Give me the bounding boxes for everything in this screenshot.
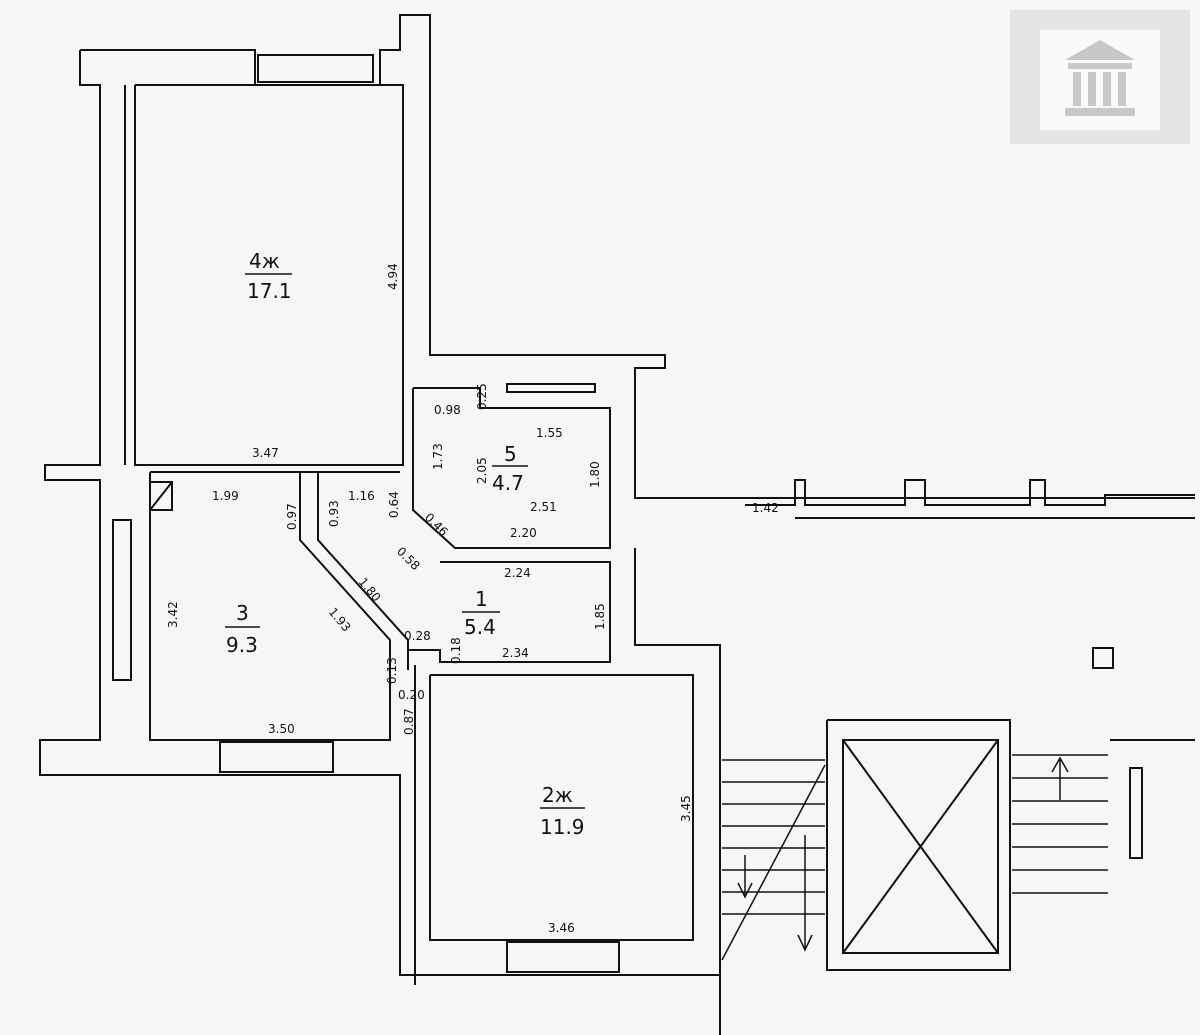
dim-label: 1.73 bbox=[431, 443, 445, 470]
room-2-area: 11.9 bbox=[540, 815, 585, 839]
dim-label: 0.46 bbox=[422, 510, 451, 539]
dim-label: 3.47 bbox=[252, 446, 279, 460]
dim-label: 1.85 bbox=[593, 603, 607, 630]
column-right bbox=[1129, 767, 1143, 859]
logo bbox=[1010, 10, 1190, 144]
bank-building-icon bbox=[1065, 40, 1135, 116]
dim-label: 3.50 bbox=[268, 722, 295, 736]
wall-corridor-left bbox=[317, 472, 409, 670]
dim-label: 0.18 bbox=[449, 637, 463, 664]
window-room2 bbox=[506, 941, 620, 973]
dim-label: 0.20 bbox=[398, 688, 425, 702]
dim-label: 0.64 bbox=[387, 491, 401, 518]
dim-label: 1.93 bbox=[326, 605, 354, 634]
stairs-left bbox=[721, 759, 826, 961]
wall-right-zigzag bbox=[745, 479, 1195, 506]
dim-label: 3.45 bbox=[679, 795, 693, 822]
room-5-number: 5 bbox=[504, 442, 517, 466]
dim-label: 2.05 bbox=[475, 457, 489, 484]
dim-label: 0.98 bbox=[434, 403, 461, 417]
wall-stair-block bbox=[826, 719, 1011, 971]
dim-label: 1.80 bbox=[588, 461, 602, 488]
dim-label: 4.94 bbox=[386, 263, 400, 290]
wall-left-outer bbox=[39, 50, 721, 1035]
dim-label: 2.20 bbox=[510, 526, 537, 540]
room-3-number: 3 bbox=[236, 601, 249, 625]
wall-right-mid bbox=[634, 548, 721, 975]
wall-room5 bbox=[412, 387, 611, 549]
dim-label: 3.46 bbox=[548, 921, 575, 935]
dim-label: 0.93 bbox=[327, 500, 341, 527]
dim-label: 0.25 bbox=[475, 383, 489, 410]
wall-room4-inner bbox=[134, 84, 404, 466]
dim-label: 1.16 bbox=[348, 489, 375, 503]
dim-label: 2.51 bbox=[530, 500, 557, 514]
elevator-cross-2 bbox=[842, 739, 999, 954]
dim-label: 2.24 bbox=[504, 566, 531, 580]
dim-label: 3.42 bbox=[166, 601, 180, 628]
wall-room3 bbox=[149, 471, 391, 741]
room-1-area: 5.4 bbox=[464, 615, 496, 639]
dim-label: 1.99 bbox=[212, 489, 239, 503]
window-top bbox=[257, 54, 374, 83]
dim-label: 0.58 bbox=[394, 544, 423, 573]
room-1-number: 1 bbox=[475, 587, 488, 611]
dim-label: 1.42 bbox=[752, 501, 779, 515]
room-5-area: 4.7 bbox=[492, 471, 524, 495]
arrow-down-icon bbox=[737, 835, 813, 952]
dim-label: 1.80 bbox=[356, 575, 384, 604]
column-small bbox=[1092, 647, 1114, 669]
wall-room1 bbox=[408, 561, 611, 663]
dim-label: 0.97 bbox=[285, 503, 299, 530]
elevator-shaft bbox=[842, 739, 999, 954]
logo-panel bbox=[1040, 30, 1160, 130]
room-2-number: 2ж bbox=[542, 783, 573, 807]
room-4-number: 4ж bbox=[249, 249, 280, 273]
room-3-area: 9.3 bbox=[226, 633, 258, 657]
wall-room2 bbox=[429, 674, 694, 941]
radiator-room5 bbox=[506, 383, 596, 393]
room-4-area: 17.1 bbox=[247, 279, 292, 303]
dim-label: 0.13 bbox=[385, 657, 399, 684]
dim-label: 2.34 bbox=[502, 646, 529, 660]
vent-shaft bbox=[149, 481, 173, 511]
stairs-right bbox=[1012, 754, 1108, 894]
dim-label: 0.87 bbox=[402, 708, 416, 735]
dim-label: 1.55 bbox=[536, 426, 563, 440]
dim-label: 0.28 bbox=[404, 629, 431, 643]
window-room3 bbox=[219, 741, 334, 773]
vent-diagonal bbox=[149, 481, 173, 511]
radiator-left bbox=[112, 519, 132, 681]
